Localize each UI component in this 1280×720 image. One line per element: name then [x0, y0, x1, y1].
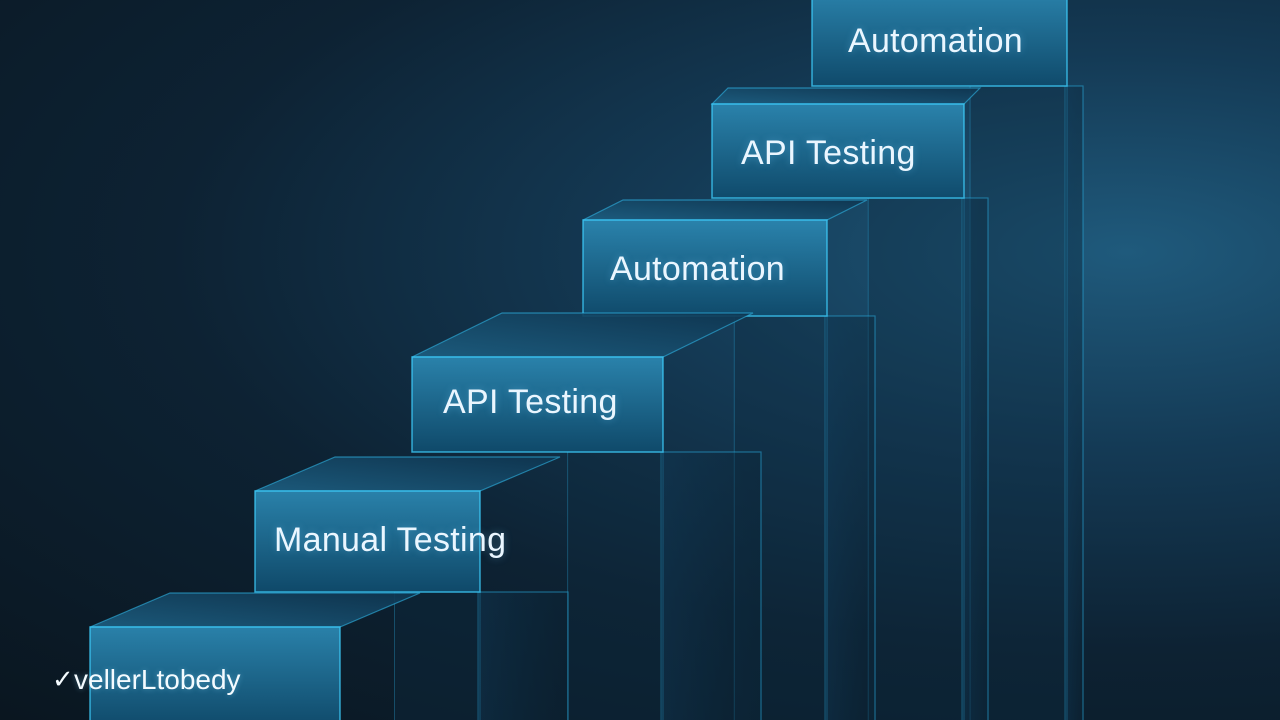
step-pillar-4 [660, 451, 762, 720]
step-front-face-2 [711, 103, 965, 199]
step-front-face-3 [582, 219, 828, 317]
step-label-api-testing-upper: API Testing [741, 134, 916, 172]
step-top-face-5 [254, 456, 561, 492]
step-top-face-4 [411, 312, 754, 358]
step-top-face-6 [89, 592, 421, 628]
step-block-5 [254, 456, 561, 597]
check-icon: ✓ [52, 664, 74, 694]
step-top-face-2 [710, 87, 982, 105]
step-block-2 [710, 87, 982, 203]
step-block-3 [582, 199, 868, 321]
step-pillar-2 [961, 197, 989, 720]
step-riser-4 [567, 451, 664, 720]
step-label-automation-top: Automation [848, 22, 1023, 60]
step-pillar-1 [1064, 85, 1084, 720]
step-riser-2 [867, 197, 965, 720]
step-block-6 [89, 592, 421, 720]
step-label-api-testing-lower: API Testing [443, 383, 618, 421]
step-front-face-1 [811, 0, 1068, 87]
step-pillar-3 [824, 315, 876, 720]
step-pillar-5 [477, 591, 569, 720]
step-label-automation-middle: Automation [610, 250, 785, 288]
step-label-manual-testing: Manual Testing [274, 521, 507, 559]
step-top-face-3 [582, 199, 868, 221]
step-riser-5 [394, 591, 481, 720]
step-front-face-6 [89, 626, 341, 720]
step-front-face-5 [254, 490, 481, 593]
step-block-4 [411, 312, 754, 457]
logo-wordmark: vellerLtobedy [74, 664, 241, 695]
step-front-face-4 [411, 356, 664, 453]
